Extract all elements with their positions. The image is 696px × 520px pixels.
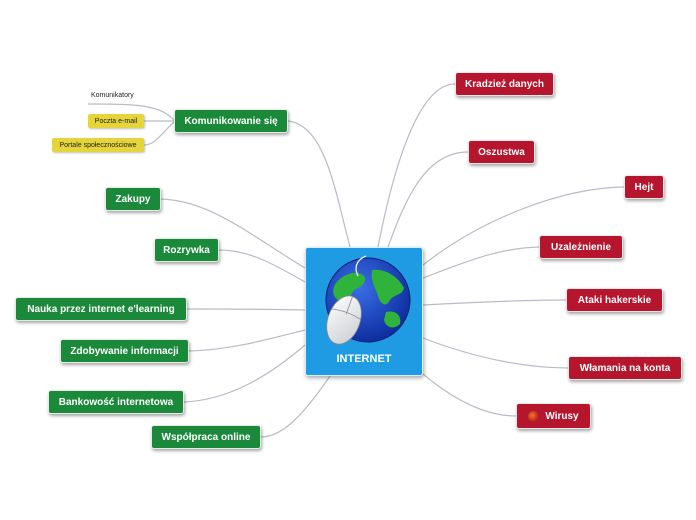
topic-nauka[interactable]: Nauka przez internet e'learning [15, 297, 187, 321]
link-oszustwa [387, 151, 469, 248]
topic-rozrywka[interactable]: Rozrywka [154, 238, 219, 262]
topic-wlamania[interactable]: Włamania na konta [568, 356, 682, 380]
link-wlamania [422, 337, 569, 369]
link-zdobywanie [188, 329, 306, 352]
topic-label: Kradzież danych [465, 78, 544, 90]
subtopic-poczta[interactable]: Poczta e-mail [88, 114, 144, 128]
subtopic-komunikatory[interactable]: Komunikatory [91, 92, 134, 99]
topic-wspolpraca[interactable]: Współpraca online [151, 425, 261, 449]
link-komunikowanie [287, 120, 351, 248]
link-uzaleznienie [422, 246, 540, 279]
topic-zdobywanie[interactable]: Zdobywanie informacji [60, 339, 189, 363]
topic-label: Uzależnienie [550, 241, 612, 253]
link-portale [143, 120, 176, 146]
center-node-internet[interactable]: INTERNET [305, 247, 423, 376]
link-ataki [422, 299, 567, 306]
topic-ataki[interactable]: Ataki hakerskie [566, 288, 663, 312]
topic-kradziez[interactable]: Kradzież danych [455, 72, 554, 96]
link-rozrywka [218, 249, 306, 283]
topic-komunikowanie[interactable]: Komunikowanie się [174, 109, 288, 133]
globe-with-mouse-icon [325, 255, 411, 345]
link-kradziez [377, 83, 456, 248]
center-label: INTERNET [336, 353, 392, 365]
subtopic-label: Portale społecznościowe [59, 141, 137, 149]
topic-label: Oszustwa [478, 146, 525, 158]
topic-oszustwa[interactable]: Oszustwa [468, 140, 535, 164]
topic-uzaleznienie[interactable]: Uzależnienie [539, 235, 623, 259]
link-zakupy [159, 198, 306, 269]
link-bankowosc [183, 344, 306, 403]
topic-wirusy[interactable]: Wirusy [516, 403, 591, 429]
virus-icon [528, 410, 540, 422]
topic-hejt[interactable]: Hejt [624, 175, 664, 199]
topic-label: Ataki hakerskie [577, 294, 652, 306]
topic-bankowosc[interactable]: Bankowość internetowa [48, 390, 184, 414]
topic-label: Rozrywka [163, 244, 210, 256]
topic-zakupy[interactable]: Zakupy [105, 187, 161, 211]
link-wirusy [422, 373, 517, 417]
topic-label: Nauka przez internet e'learning [27, 303, 175, 315]
link-komunikatory [87, 103, 176, 122]
topic-label: Wirusy [545, 410, 579, 422]
link-hejt [422, 186, 625, 266]
topic-label: Zakupy [115, 193, 151, 205]
link-wspolpraca [260, 375, 331, 438]
subtopic-portale[interactable]: Portale społecznościowe [52, 138, 144, 152]
subtopic-label: Poczta e-mail [94, 117, 138, 125]
topic-label: Włamania na konta [579, 362, 671, 374]
topic-label: Bankowość internetowa [58, 396, 174, 408]
link-nauka [186, 308, 306, 311]
topic-label: Współpraca online [161, 431, 251, 443]
topic-label: Zdobywanie informacji [70, 345, 179, 357]
topic-label: Komunikowanie się [184, 115, 278, 127]
topic-label: Hejt [634, 181, 654, 193]
